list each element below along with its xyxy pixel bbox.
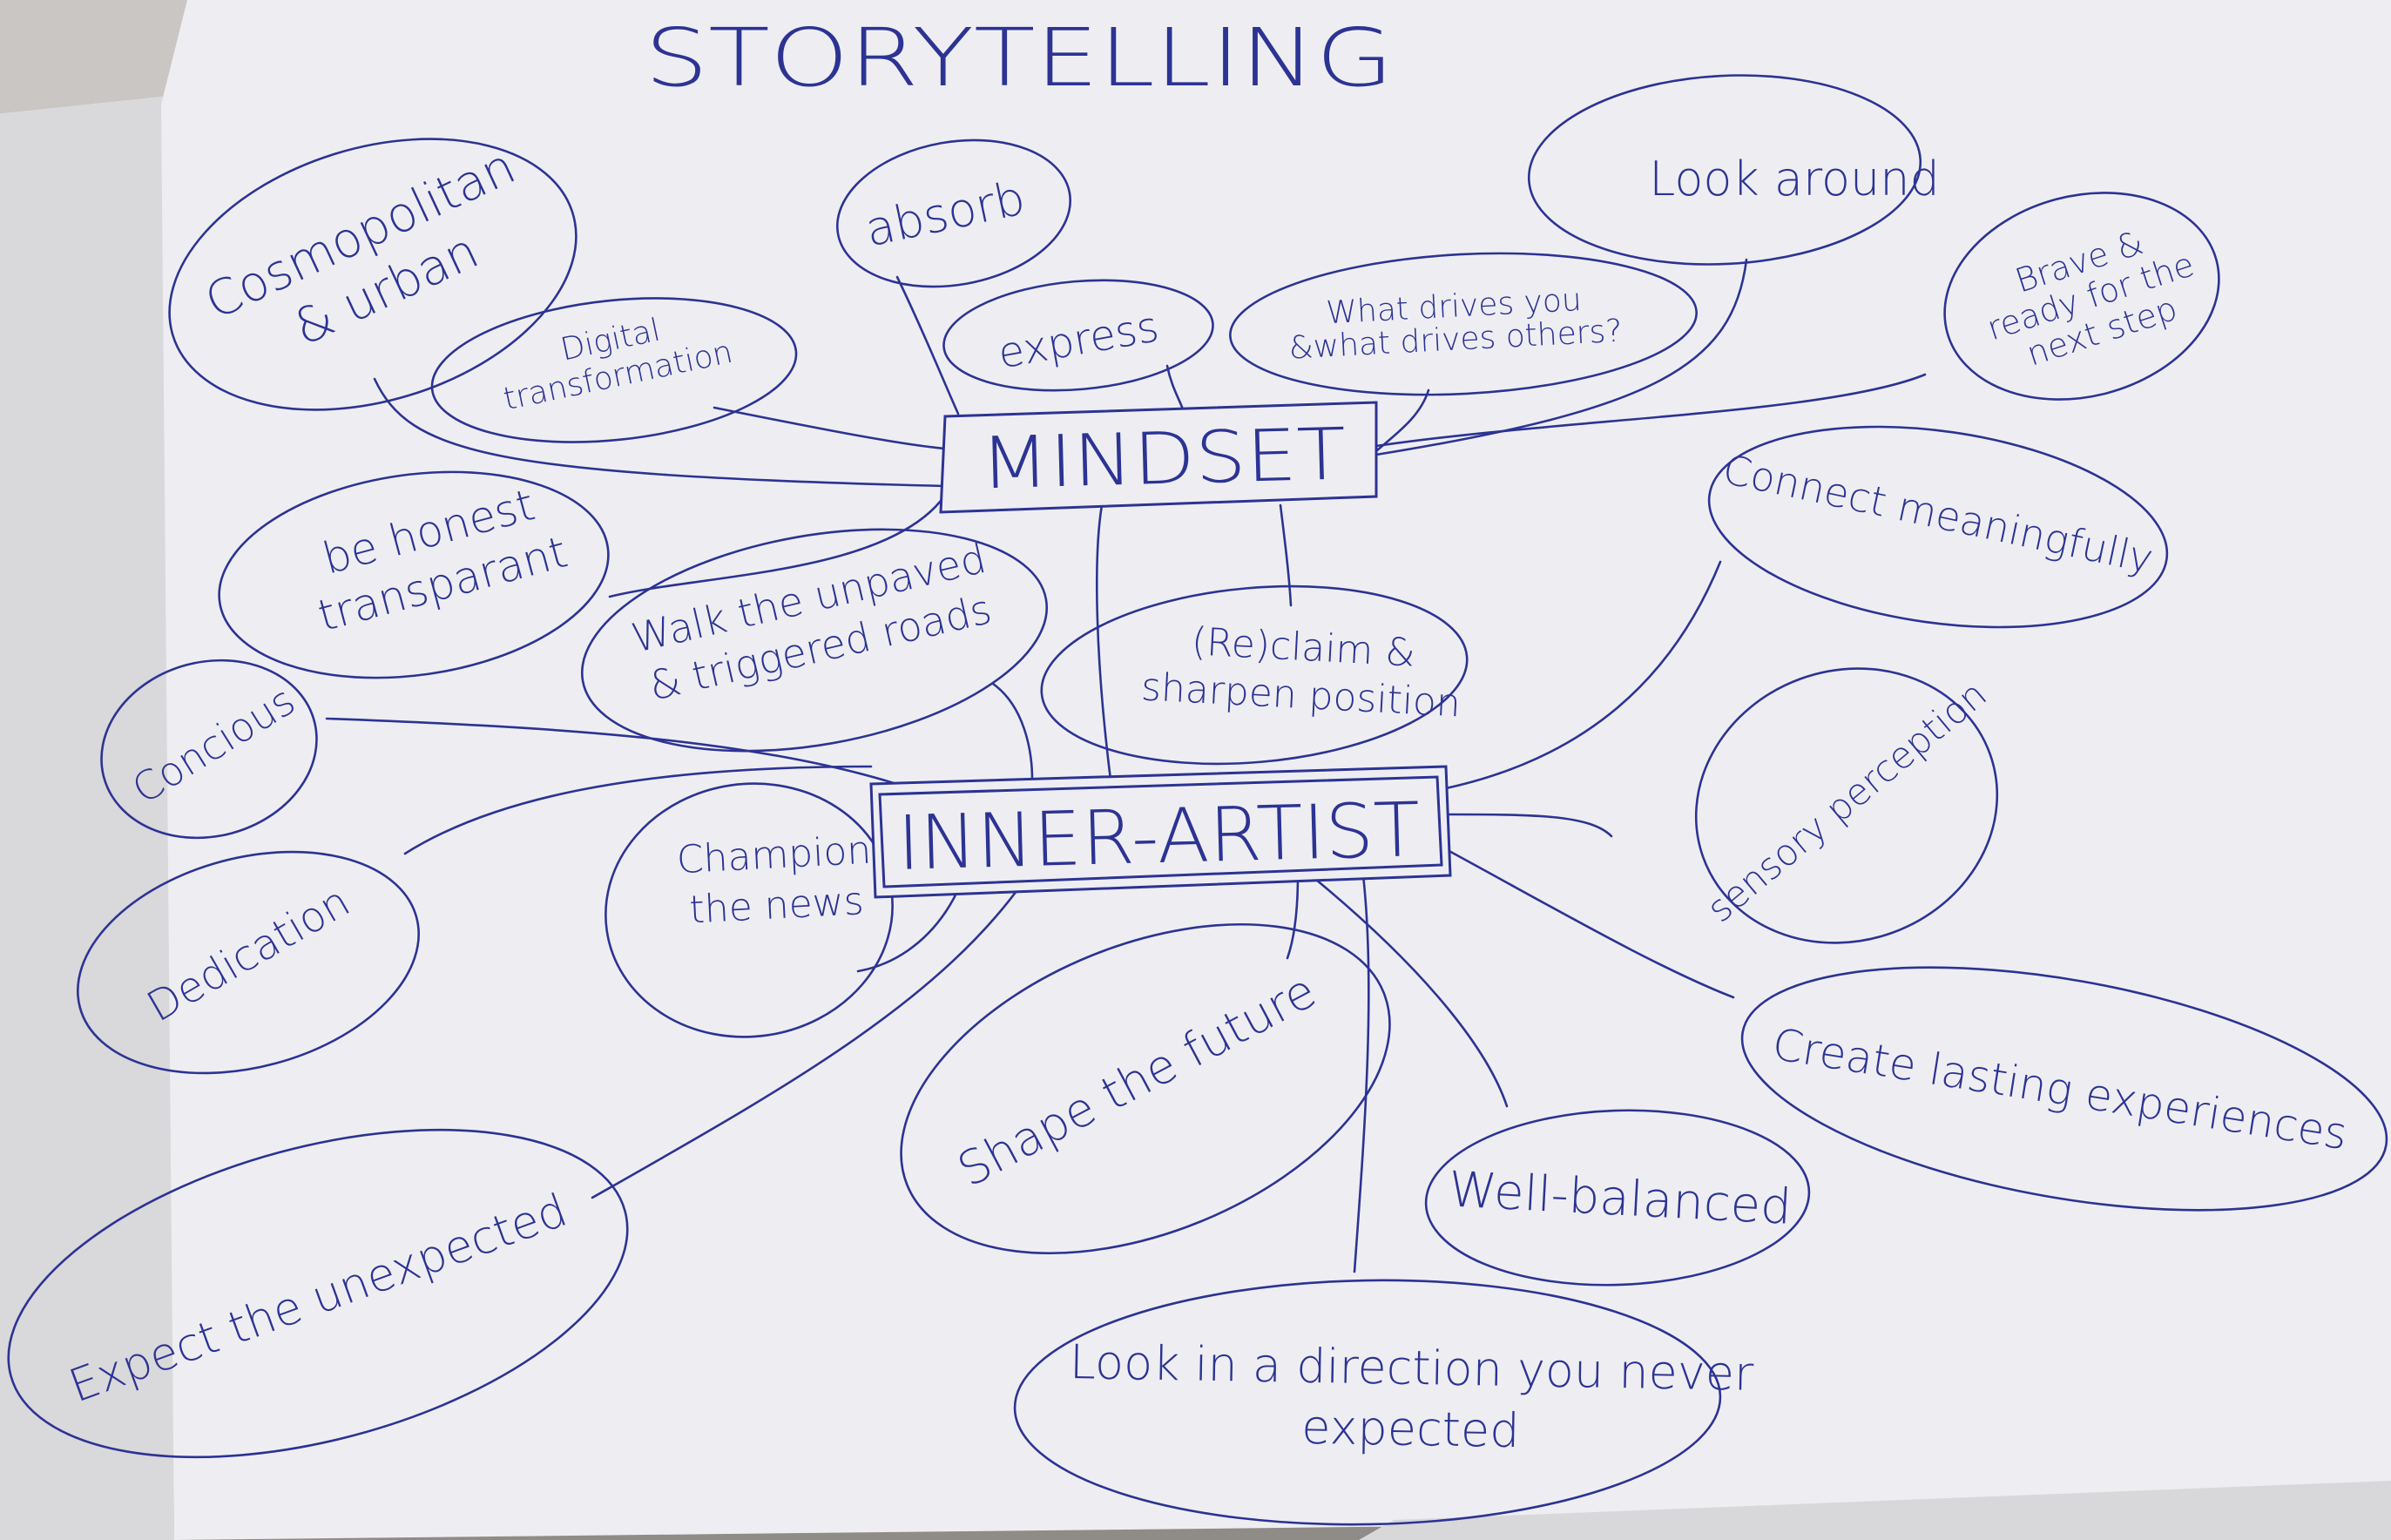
bubble-sensory	[1694, 667, 1999, 944]
connector-dedication-inner-artist	[403, 765, 873, 855]
connector-well-balanced-inner-artist	[1309, 874, 1509, 1108]
node-look-direction-line: expected	[1301, 1400, 1520, 1458]
bubble-look-around	[1527, 74, 1922, 266]
connector-look-around-mindset	[1374, 258, 1748, 456]
bubble-brave	[1943, 192, 2220, 401]
bubble-absorb	[835, 138, 1072, 288]
paper-bottom-edge	[1359, 1481, 2391, 1540]
paper-stack-left	[0, 96, 174, 1540]
connector-mindset-inner-artist	[1095, 503, 1112, 781]
connector-expect-inner-artist	[591, 874, 1030, 1199]
connector-digital-mindset	[713, 406, 947, 450]
bubble-create	[1740, 966, 2388, 1212]
inner-artist-box-inner	[878, 775, 1443, 888]
mindset-box	[939, 401, 1378, 514]
page-title: STORYTELLING	[645, 11, 1394, 105]
bubble-walk	[580, 528, 1049, 753]
connector-walk-inner-artist	[991, 682, 1034, 781]
node-look-around: Look around	[1649, 152, 1940, 206]
bubble-digital	[430, 297, 798, 443]
connector-cosmopolitan-mindset	[373, 377, 947, 488]
connector-shape-inner-artist	[1286, 874, 1300, 960]
connector-drives-mindset	[1374, 388, 1430, 453]
hub-boxes	[869, 401, 1452, 899]
connector-brave-mindset	[1374, 373, 1927, 448]
inner-artist-box	[869, 765, 1452, 899]
paper-stack-top	[0, 0, 192, 113]
bubble-reclaim	[1040, 584, 1469, 766]
node-champion: Championthe news	[676, 828, 875, 934]
bubble-cosmopolitan	[168, 138, 577, 411]
connector-absorb-mindset	[895, 275, 960, 415]
node-look-around-line: Look around	[1649, 152, 1940, 206]
node-champion-line: Champion	[676, 828, 873, 883]
connector-connect-inner-artist	[1444, 560, 1722, 790]
bubble-well-balanced	[1424, 1109, 1811, 1287]
node-look-direction-line: Look in a direction you never	[1069, 1334, 1754, 1402]
mindset-label: MINDSET	[979, 413, 1347, 505]
bubble-express	[942, 279, 1214, 392]
bubble-look-direction	[1013, 1279, 1722, 1526]
bubble-dedication	[77, 850, 420, 1075]
bubble-honest	[218, 470, 610, 679]
connector-create-inner-artist	[1444, 848, 1735, 999]
connector-look-direction-inner-artist	[1353, 874, 1370, 1273]
connector-sensory-inner-artist	[1444, 813, 1613, 838]
bubble-connect	[1707, 425, 2169, 629]
bubble-shape	[900, 922, 1391, 1255]
connector-mindset-reclaim	[1279, 503, 1293, 607]
node-look-direction: Look in a direction you neverexpected	[1068, 1334, 1754, 1462]
bubble-drives	[1229, 252, 1698, 396]
node-champion-line: the news	[688, 879, 864, 932]
inner-artist-label: INNER-ARTIST	[896, 787, 1421, 888]
bubble-concious	[100, 659, 318, 840]
bubble-expect	[7, 1128, 629, 1459]
paper-sheet	[161, 0, 2391, 1540]
